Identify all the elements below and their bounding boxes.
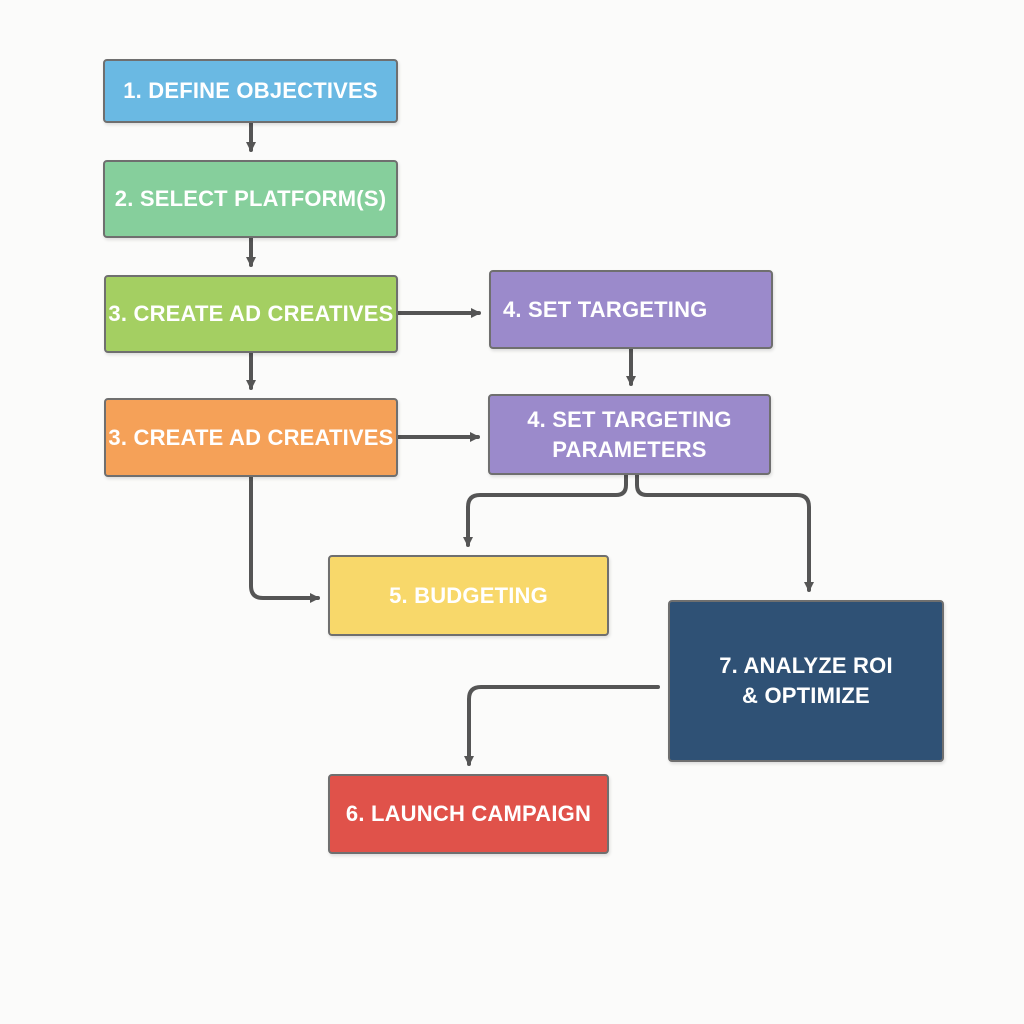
connector-parameters-to-analyze: [635, 473, 814, 592]
connector-analyze-to-launch: [464, 685, 660, 766]
step-launch-campaign: 6. LAUNCH CAMPAIGN: [328, 774, 609, 854]
step-create-ad-creatives: 3. CREATE AD CREATIVES: [104, 275, 398, 353]
connector-creatives-b-to-budgeting: [249, 475, 320, 603]
step-set-targeting: 4. SET TARGETING: [489, 270, 773, 349]
step-analyze-roi-optimize: 7. ANALYZE ROI & OPTIMIZE: [668, 600, 944, 762]
connector-parameters-to-budgeting: [463, 473, 628, 547]
step-create-ad-creatives-alt: 3. CREATE AD CREATIVES: [104, 398, 398, 477]
step-set-targeting-parameters: 4. SET TARGETING PARAMETERS: [488, 394, 771, 475]
step-select-platforms: 2. SELECT PLATFORM(S): [103, 160, 398, 238]
step-define-objectives: 1. DEFINE OBJECTIVES: [103, 59, 398, 123]
step-budgeting: 5. BUDGETING: [328, 555, 609, 636]
